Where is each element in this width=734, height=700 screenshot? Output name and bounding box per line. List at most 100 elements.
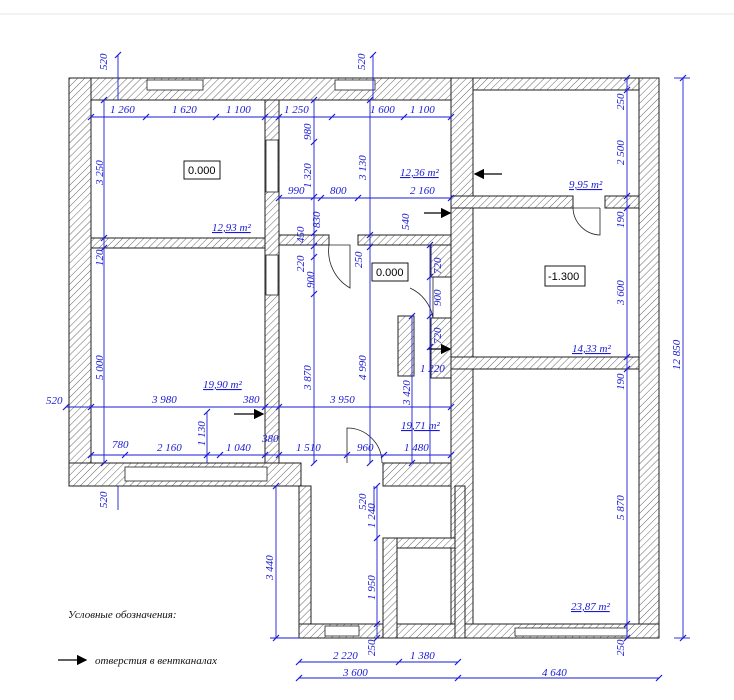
dim-right-250a: 250	[615, 93, 627, 110]
area-top-left: 12,93 m²	[212, 222, 251, 234]
dim-990: 990	[288, 185, 305, 197]
dim-1220: 1 220	[420, 363, 445, 375]
dimension-lines	[62, 51, 690, 682]
dim-720b: 720	[432, 327, 444, 344]
level-box-left	[183, 160, 221, 180]
dim-bottom-4640: 4 640	[542, 667, 567, 679]
level-box-hall	[371, 262, 409, 282]
wall-partition-v4	[397, 315, 415, 377]
dim-mid-3870: 3 870	[302, 365, 314, 391]
legend: Условные обозначения: отверстия в вентка…	[58, 609, 217, 667]
dim-1130: 1 130	[196, 421, 208, 446]
dim-bottom-2220: 2 220	[333, 650, 358, 662]
level-box-basement	[544, 265, 586, 287]
dim-380b: 380	[261, 433, 279, 445]
dim-top-2: 1 620	[172, 104, 197, 116]
dim-right-2500: 2 500	[615, 140, 627, 165]
door-right-top	[572, 207, 601, 236]
dim-1480: 1 480	[404, 442, 429, 454]
vent-arrows	[234, 168, 502, 420]
dim-mid-220: 220	[295, 255, 307, 272]
dim-800: 800	[330, 185, 347, 197]
dim-top-4: 1 250	[284, 104, 309, 116]
wall-partition-h1	[90, 237, 266, 249]
area-hall: 19,71 m²	[401, 420, 440, 432]
dim-left-120: 120	[94, 249, 106, 266]
dim-1040: 1 040	[226, 442, 251, 454]
wall-right-div2	[450, 356, 640, 370]
level-left: 0.000	[188, 165, 216, 177]
dim-right-190a: 190	[615, 211, 627, 228]
dim-top-wall-left: 520	[98, 53, 110, 70]
dim-left-3250: 3 250	[94, 160, 106, 186]
dim-ext-250: 250	[366, 639, 378, 656]
dim-1510: 1 510	[296, 442, 321, 454]
dim-top-1: 1 260	[110, 104, 135, 116]
dim-3950: 3 950	[329, 394, 355, 406]
wall-annex-right	[454, 485, 466, 639]
dim-3420: 3 420	[401, 380, 413, 406]
area-right-top: 9,95 m²	[569, 179, 603, 191]
dim-900: 900	[432, 289, 444, 306]
dim-ext-520: 520	[357, 493, 369, 510]
dim-right-total: 12 850	[671, 339, 683, 370]
walls	[68, 77, 660, 639]
wall-top-right	[450, 77, 660, 91]
dim-720a: 720	[432, 257, 444, 274]
dim-right-190b: 190	[615, 373, 627, 390]
dim-mid-980: 980	[302, 123, 314, 140]
level-hall: 0.000	[376, 267, 404, 279]
area-top-mid: 12,36 m²	[400, 167, 439, 179]
room-areas: 12,93 m² 12,36 m² 19,90 m² 19,71 m² 9,95…	[203, 167, 611, 613]
dim-top-3: 1 100	[226, 104, 251, 116]
dim-780: 780	[112, 439, 129, 451]
dim-ext-1950: 1 950	[366, 575, 378, 600]
windows	[124, 79, 628, 637]
wall-annex-left	[298, 485, 312, 639]
wall-right-div1a	[450, 195, 574, 209]
dim-top-wall-mid: 520	[356, 53, 368, 70]
window-5	[265, 254, 279, 296]
area-right-bottom: 23,87 m²	[571, 601, 610, 613]
dim-right-3600: 3 600	[615, 280, 627, 306]
window-4	[265, 139, 279, 193]
dim-bottom-1380: 1 380	[410, 650, 435, 662]
window-1	[146, 79, 204, 91]
wall-right	[638, 77, 660, 639]
dim-center-4990: 4 990	[357, 355, 369, 380]
door-hall-right	[409, 277, 434, 319]
dim-top-6: 1 100	[410, 104, 435, 116]
dim-right-5870: 5 870	[615, 495, 627, 520]
dim-left-5000: 5 000	[94, 355, 106, 380]
dim-380a: 380	[242, 394, 260, 406]
dim-right-250b: 250	[615, 639, 627, 656]
dim-center-250: 250	[353, 251, 365, 268]
level-marks: 0.000 0.000 -1.300	[183, 160, 586, 287]
dim-left-wall: 520	[46, 395, 63, 407]
wall-right-div1b	[604, 195, 640, 209]
level-basement: -1.300	[548, 271, 579, 283]
dim-ext-1240: 1 240	[366, 503, 378, 528]
dim-960: 960	[357, 442, 374, 454]
area-right-mid: 14,33 m²	[572, 343, 611, 355]
dim-mid-830: 830	[311, 211, 323, 228]
dim-center-3130: 3 130	[357, 155, 369, 181]
window-7	[514, 627, 628, 637]
dim-left-bottom-wall: 520	[98, 491, 110, 508]
dim-bot-2160: 2 160	[157, 442, 182, 454]
window-6	[324, 625, 360, 637]
wall-top-left	[68, 77, 472, 101]
dimension-labels: 1 260 1 620 1 100 1 250 1 600 1 100 520 …	[46, 53, 683, 679]
dim-ext-3440: 3 440	[264, 555, 276, 581]
area-living: 19,90 m²	[203, 379, 242, 391]
wall-left	[68, 77, 92, 487]
dim-2160: 2 160	[410, 185, 435, 197]
wall-partition-v2	[430, 244, 452, 278]
dim-540: 540	[400, 213, 412, 230]
window-2	[334, 79, 376, 91]
wall-annex-v	[382, 537, 398, 639]
door-hall	[328, 244, 351, 289]
dim-mid-1320: 1 320	[302, 163, 314, 188]
dim-3980: 3 980	[151, 394, 177, 406]
